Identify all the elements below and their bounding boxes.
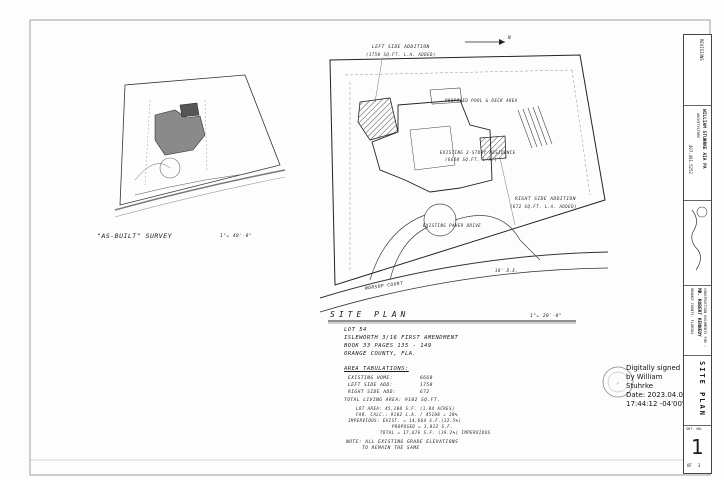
existing-residence-label: EXISTING 2-STORY RESIDENCE xyxy=(440,150,516,155)
tab-row-left-value: 1750 xyxy=(420,383,433,388)
lot-info: LOT 54 ISLEWORTH 3/16 FIRST AMENDMENT BO… xyxy=(344,326,458,358)
tb-sheet-no-label: SHT. NO. xyxy=(686,427,703,431)
tb-phone: 407.491.5252 xyxy=(688,145,693,174)
svg-text:✓: ✓ xyxy=(616,381,620,387)
tb-sheet-total: 3 xyxy=(698,463,701,468)
tab-row-right-label: RIGHT SIDE ADD: xyxy=(348,390,397,395)
site-plan-underline xyxy=(328,320,576,324)
tab-row-right-value: 672 xyxy=(420,390,430,395)
paver-drive-label: EXISTING PAVER DRIVE xyxy=(423,223,482,228)
tab-row-left-label: LEFT SIDE ADD: xyxy=(348,383,393,388)
north-label: N xyxy=(508,36,512,41)
digital-signature-block: Digitally signed by William Stuhrke Date… xyxy=(626,364,687,409)
sig-line-5: 17:44:12 -04'00' xyxy=(626,400,684,408)
lot-book-pages: BOOK 33 PAGES 135 - 149 xyxy=(344,343,432,349)
tb-project-line3: ORANGE COUNTY, FLORIDA xyxy=(690,288,694,335)
tb-project-line1: CONSTRUCTION DOCUMENTS FOR : xyxy=(703,288,707,348)
impervious-total: TOTAL = 17,676 S.F. (39.2%) IMPERVIOUS xyxy=(380,430,491,435)
tb-project-cell: CONSTRUCTION DOCUMENTS FOR : MR. ROBERT … xyxy=(684,285,711,356)
note-line-2: TO REMAIN THE SAME xyxy=(362,446,420,451)
existing-residence-note: (6660 SQ.FT. L.A.) xyxy=(445,157,498,162)
lot-county: ORANGE COUNTY, FLA. xyxy=(344,351,417,357)
proposed-pool-label: PROPOSED POOL & DECK AREA xyxy=(445,98,518,103)
site-plan-drawing xyxy=(319,39,609,313)
sig-line-3: Stuhrke xyxy=(626,382,654,390)
sig-line-1: Digitally signed xyxy=(626,364,681,372)
seal-stamp-icon: ✓ xyxy=(602,366,634,398)
site-plan-scale: 1"= 20'-0" xyxy=(530,314,563,319)
asbuilt-scale: 1"= 40'-0" xyxy=(220,234,253,239)
tb-project-line2: MR. ROBERT KENNEDY xyxy=(696,288,701,337)
tb-sheet-number-cell: SHT. NO. 1 OF 3 xyxy=(684,425,711,473)
asbuilt-survey-drawing xyxy=(114,74,286,218)
far-calc: FAR. CALC.: 9102 L.A. / 45108 = 20% xyxy=(356,412,458,417)
title-block: REVISIONS WILLIAM STUHRKE AIA PA ARCHITE… xyxy=(683,34,712,474)
tb-firm-cell: WILLIAM STUHRKE AIA PA ARCHITECTURE 407.… xyxy=(684,105,711,201)
tb-signature-cell xyxy=(684,200,711,286)
architect-signature xyxy=(691,206,708,271)
tb-sheet-title-cell: SITE PLAN xyxy=(684,355,711,426)
tb-revisions: REVISIONS xyxy=(699,39,704,61)
right-side-addition-label: RIGHT SIDE ADDITION xyxy=(515,197,576,202)
tb-sheet-title: SITE PLAN xyxy=(698,361,706,417)
left-side-addition-note: (1750 SQ.FT. L.A. ADDED) xyxy=(366,52,436,57)
tb-sheet-no: 1 xyxy=(691,435,704,459)
right-side-addition-note: (672 SQ.FT. L.A. ADDED) xyxy=(510,204,577,209)
tb-firm-sub: ARCHITECTURE xyxy=(696,113,700,139)
tb-sheet-of: OF xyxy=(687,463,692,468)
lot-area: LOT AREA: 45,108 S.F. (1.04 ACRES) xyxy=(356,406,455,411)
sig-line-4: Date: 2023.04.06 xyxy=(626,391,688,399)
tab-row-existing-value: 6660 xyxy=(420,376,433,381)
left-side-addition-label: LEFT SIDE ADDITION xyxy=(372,45,430,50)
tb-firm: WILLIAM STUHRKE AIA PA xyxy=(701,109,706,169)
area-tabulations-title: AREA TABULATIONS: xyxy=(344,366,409,372)
total-living-area: TOTAL LIVING AREA: 9102 SQ.FT. xyxy=(344,398,441,403)
impervious-existing: IMPERVIOUS: EXIST. = 14,664 S.F.(32.5%) xyxy=(348,418,462,423)
asbuilt-title: "AS-BUILT" SURVEY xyxy=(97,232,173,240)
note-line-1: NOTE: ALL EXISTING GRADE ELEVATIONS xyxy=(346,440,459,445)
easement-label: 10' D.E. xyxy=(495,268,519,273)
sig-line-2: by William xyxy=(626,373,663,381)
tab-row-existing-label: EXISTING HOME: xyxy=(348,376,393,381)
impervious-proposed: PROPOSED = 3,012 S.F. xyxy=(392,424,454,429)
lot-subdivision: ISLEWORTH 3/16 FIRST AMENDMENT xyxy=(344,335,459,341)
lot-number: LOT 54 xyxy=(344,327,367,333)
tb-revisions-cell: REVISIONS xyxy=(684,35,711,106)
site-plan-title: SITE PLAN xyxy=(330,310,410,319)
